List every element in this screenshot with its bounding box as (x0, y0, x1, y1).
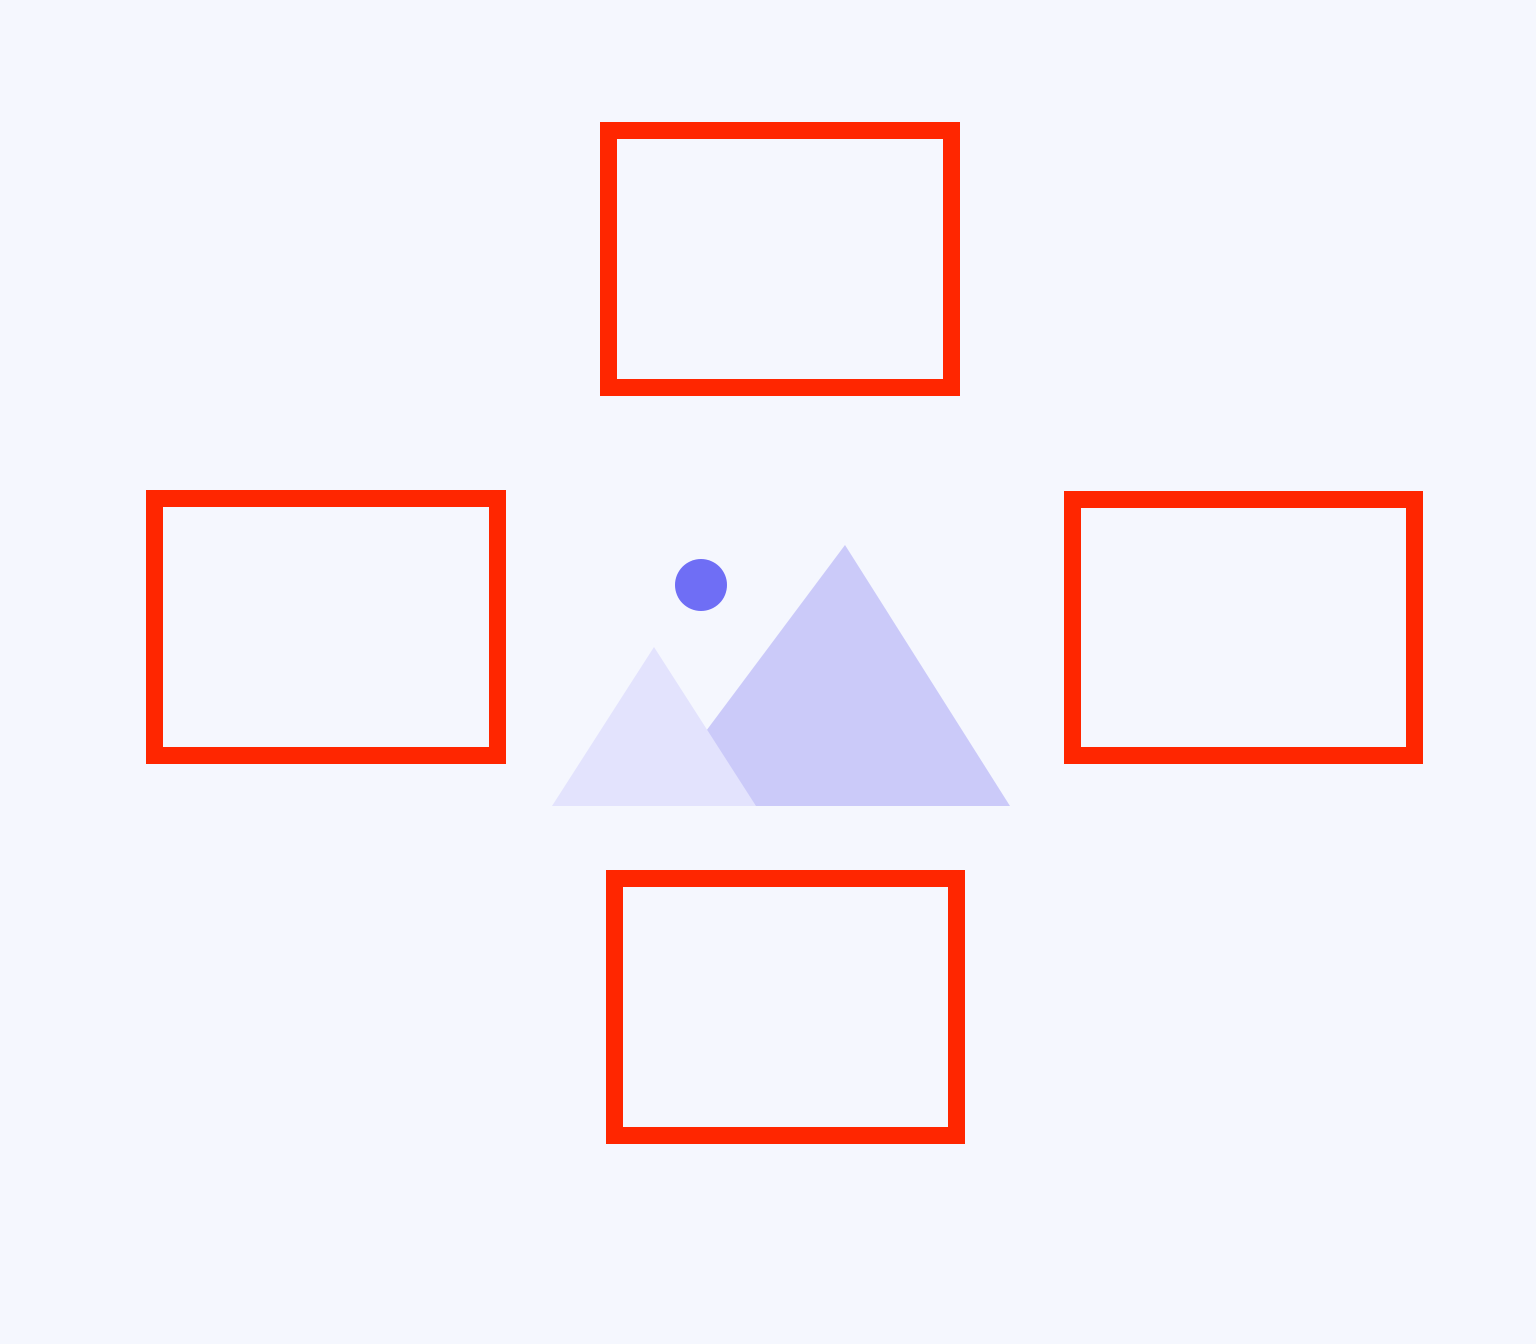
frame-left[interactable] (146, 490, 506, 764)
frame-right[interactable] (1064, 491, 1423, 764)
sun-icon (675, 559, 727, 611)
frame-top[interactable] (600, 122, 960, 396)
frame-bottom[interactable] (606, 870, 965, 1144)
mountain-front (552, 647, 756, 806)
mountain-back (650, 545, 1010, 806)
